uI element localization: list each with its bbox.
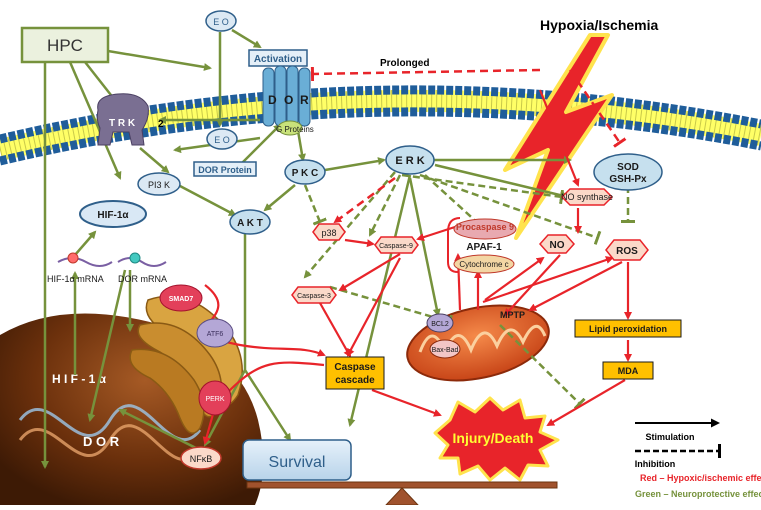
lipid-peroxidation-label: Lipid peroxidation: [589, 324, 667, 334]
red-inhibitions: [310, 66, 627, 224]
p38-label: p38: [321, 228, 336, 238]
ros-node: [605, 239, 649, 261]
eo-node-top: [205, 10, 237, 32]
pi3k-label: PI3 K: [148, 180, 170, 190]
prolonged-label: Prolonged: [380, 58, 429, 69]
survival-label: Survival: [269, 454, 326, 471]
gshpx-label: GSH-Px: [609, 174, 647, 185]
procaspase9-label: Procaspase 9: [456, 222, 514, 232]
p38-node: [312, 223, 346, 241]
akt-node: [229, 209, 271, 235]
eo-node-bottom: [206, 128, 238, 150]
legend-stimulation-label: Stimulation: [646, 432, 695, 442]
event-title: Hypoxia/Ischemia: [540, 17, 658, 33]
hif1a-mrna-label: HIF-1α mRNA: [47, 274, 104, 284]
apaf1-label: APAF-1: [466, 242, 502, 253]
dor-letter-r: R: [300, 93, 309, 107]
injury-death-label: Injury/Death: [453, 430, 534, 446]
no-synthase-label: NO synthase: [561, 192, 613, 202]
caspase-cascade-line1: Caspase: [334, 362, 376, 373]
no-synthase-node: [560, 188, 614, 206]
injury-burst-icon: [433, 396, 560, 482]
atf6-label: ATF6: [207, 331, 224, 338]
hpc-box: [20, 26, 110, 64]
hpc-label: HPC: [47, 36, 83, 55]
dor-letter-o: O: [284, 93, 293, 107]
dor-mrna-strand: [117, 252, 167, 267]
mptp-label: MPTP: [500, 310, 525, 320]
survival-box: [242, 439, 352, 481]
caspase3-label: Caspase-3: [297, 293, 331, 300]
dor-mrna-label: DOR mRNA: [118, 274, 167, 284]
trk-receptor-icon: [96, 93, 149, 146]
caspase-cascade-line2: cascade: [335, 375, 375, 386]
cytochrome-label: Cytochrome c: [459, 260, 508, 269]
eo-bottom-label: E O: [214, 135, 230, 145]
nfkb-label: NFκB: [190, 454, 213, 464]
dor-letter-d: D: [268, 93, 277, 107]
legend-inhibition-label: Inhibition: [635, 459, 676, 469]
bax-bad-node: [429, 339, 461, 359]
caspase3-node: [291, 286, 337, 304]
perk-label: PERK: [205, 396, 224, 403]
caspase9-label: Caspase-9: [379, 243, 413, 250]
no-label: NO: [550, 240, 565, 251]
erk-label: E R K: [395, 155, 424, 167]
sod-label: SOD: [617, 162, 639, 173]
g-proteins-label: G Proteins: [276, 125, 314, 134]
hif1a-node: [79, 200, 147, 228]
legend-green-label: Green – Neuroprotective effect: [635, 489, 761, 499]
atf6-node: [196, 318, 234, 348]
legend-red-label: Red – Hypoxic/ischemic effect: [640, 473, 761, 483]
erk-node: [385, 145, 435, 175]
activation-label: Activation: [254, 54, 302, 65]
hypoxic-nodes: [291, 188, 649, 304]
bax-bad-label: Bax-Bad: [432, 347, 459, 354]
legend: Stimulation Inhibition Red – Hypoxic/isc…: [635, 418, 761, 499]
pkc-label: P K C: [292, 168, 319, 179]
mda-box: [602, 361, 654, 380]
trk-number-label: 2: [158, 119, 164, 130]
smad7-label: SMAD7: [169, 296, 194, 303]
nfkb-node: [180, 446, 222, 470]
no-node: [538, 234, 576, 254]
hif1a-label: HIF-1α: [97, 210, 129, 221]
bcl2-node: [426, 313, 454, 333]
nucleus-hif-label: H I F - 1 α: [52, 372, 107, 386]
lipid-peroxidation-box: [574, 319, 682, 338]
pkc-node: [284, 159, 326, 185]
nucleus-dor-label: D O R: [83, 434, 120, 449]
perk-node: [198, 380, 232, 416]
caspase-cascade-box: [325, 356, 385, 390]
caspase9-node: [374, 236, 419, 254]
antioxidant-node: [593, 153, 663, 191]
dor-protein-box: [193, 161, 257, 177]
eo-top-label: E O: [213, 17, 229, 27]
trk-label: T R K: [109, 118, 136, 129]
green-arrows: [41, 28, 572, 469]
bcl2-label: BCL2: [431, 321, 449, 328]
dor-protein-label: DOR Protein: [198, 165, 252, 175]
dor-receptor: [262, 65, 311, 136]
mda-label: MDA: [618, 366, 639, 376]
seesaw-fulcrum: [384, 487, 420, 506]
pi3k-node: [137, 172, 181, 196]
akt-label: A K T: [237, 218, 263, 229]
smad7-node: [159, 284, 203, 312]
hif1a-mrna-strand: [57, 252, 113, 267]
seesaw-beam: [246, 481, 558, 489]
ros-label: ROS: [616, 246, 638, 257]
apoptosome: [447, 217, 517, 274]
